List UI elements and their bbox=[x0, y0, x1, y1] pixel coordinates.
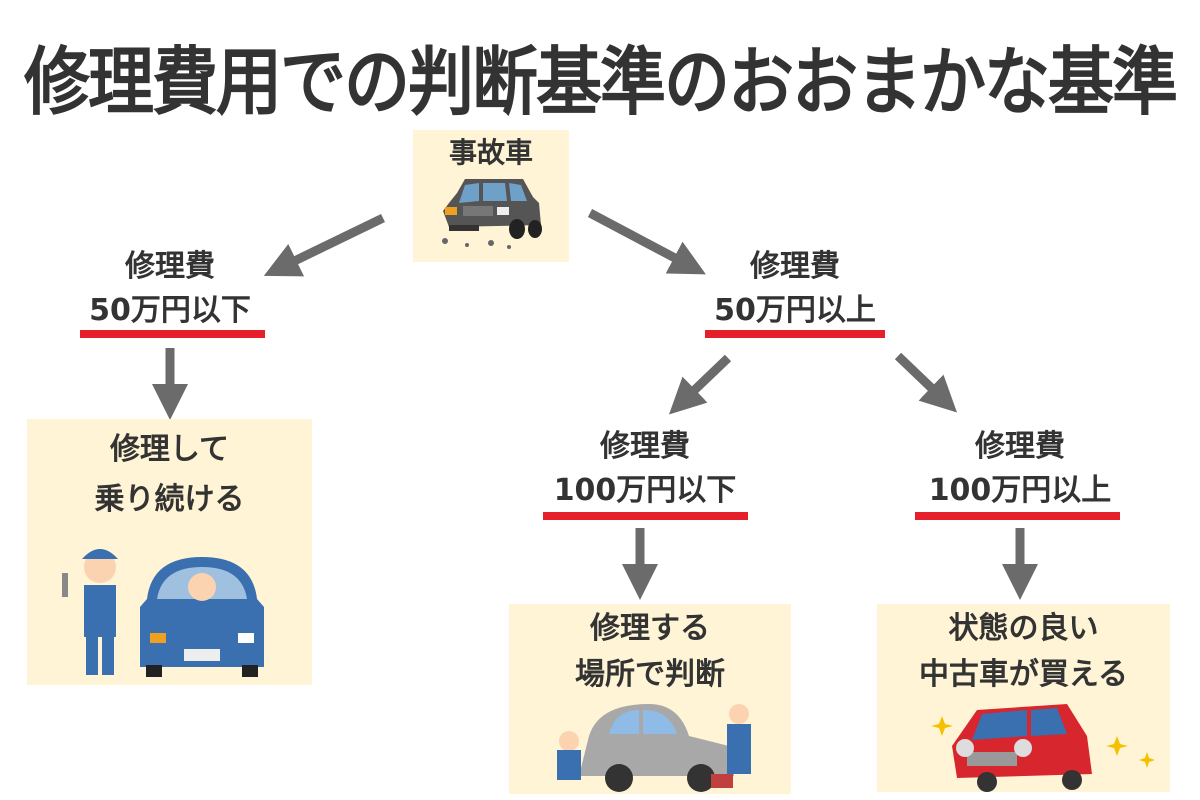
mechanic-and-driver-icon bbox=[62, 549, 264, 677]
node-over-1m: 修理費 100万円以上 bbox=[905, 425, 1135, 513]
node-over-500k: 修理費 50万円以上 bbox=[685, 245, 905, 333]
outcome-line1: 修理して bbox=[109, 432, 230, 467]
outcome-buy-used-car: 状態の良い 中古車が買える bbox=[877, 604, 1170, 792]
arrow-root-to-right bbox=[587, 209, 706, 275]
underline-right-right bbox=[915, 512, 1120, 520]
underline-right bbox=[705, 330, 885, 338]
outcome-decide-by-shop: 修理する 場所で判断 bbox=[509, 604, 791, 794]
arrow-right-to-right-left bbox=[668, 354, 732, 415]
node-line1: 修理費 bbox=[750, 249, 840, 284]
outcome-keep-driving: 修理して 乗り続ける bbox=[27, 419, 312, 685]
underline-right-left bbox=[543, 512, 748, 520]
outcome-line1: 状態の良い bbox=[948, 611, 1099, 646]
arrow-root-to-left bbox=[263, 213, 385, 277]
node-line1: 修理費 bbox=[600, 429, 690, 464]
underline-left bbox=[80, 330, 265, 338]
node-line2: 100万円以上 bbox=[928, 473, 1112, 508]
mechanics-repairing-car-icon bbox=[557, 704, 751, 792]
diagram-title: 修理費用での判断基準のおおまかな基準 bbox=[24, 39, 1178, 126]
outcome-line2: 乗り続ける bbox=[94, 482, 245, 517]
outcome-line2: 場所で判断 bbox=[575, 657, 725, 692]
node-line2: 50万円以上 bbox=[714, 293, 876, 328]
outcome-line2: 中古車が買える bbox=[918, 657, 1129, 692]
root-label: 事故車 bbox=[448, 136, 533, 169]
node-line1: 修理費 bbox=[975, 429, 1065, 464]
node-under-1m: 修理費 100万円以下 bbox=[530, 425, 760, 513]
wrecked-car-icon bbox=[442, 179, 542, 249]
arrow-right-to-right-right bbox=[894, 352, 958, 413]
root-node: 事故車 bbox=[413, 130, 569, 262]
node-line1: 修理費 bbox=[125, 249, 215, 284]
node-under-500k: 修理費 50万円以下 bbox=[60, 245, 280, 333]
node-line2: 50万円以下 bbox=[89, 293, 251, 328]
outcome-line1: 修理する bbox=[590, 611, 710, 646]
node-line2: 100万円以下 bbox=[553, 473, 737, 508]
shiny-red-car-icon bbox=[931, 704, 1155, 792]
